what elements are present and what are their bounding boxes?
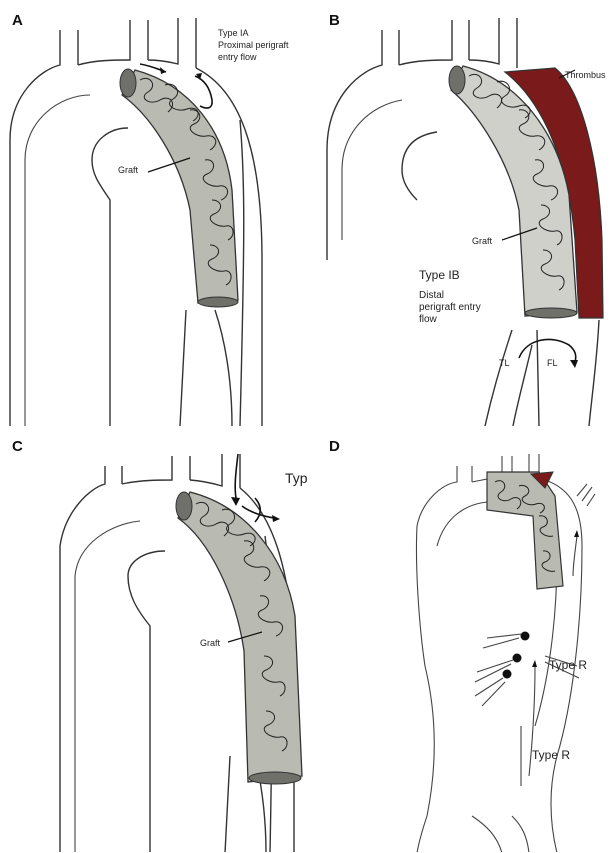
panel-b: B Thrombus Graft Type IB Distal perigraf…: [307, 0, 614, 426]
panel-d: D Type R Type R: [307, 426, 614, 852]
graft-distal-end: [249, 772, 301, 784]
panel-a: A Type IA Proximal perigraft entry flow …: [0, 0, 307, 426]
panel-b-letter: B: [329, 12, 340, 29]
graft-proximal-end: [120, 69, 136, 97]
panel-b-desc-line1: Distal: [419, 290, 444, 301]
panel-c-graft-label: Graft: [200, 638, 220, 649]
panel-b-type-label: Type IB: [419, 268, 460, 282]
panel-b-desc-line3: flow: [419, 314, 437, 325]
panel-c-type-label: Type II: [285, 470, 307, 486]
panel-b-graft-label: Graft: [472, 236, 492, 247]
graft-distal-end: [525, 308, 577, 318]
panel-c-illustration: [0, 426, 307, 852]
panel-a-graft-label: Graft: [118, 165, 138, 176]
panel-d-type-label-upper: Type R: [549, 658, 587, 672]
panel-c: C Type II Graft: [0, 426, 307, 852]
panel-d-letter: D: [329, 438, 340, 455]
graft-distal-end: [198, 297, 238, 307]
panel-a-type-label: Type IA: [218, 28, 249, 39]
panel-d-illustration: [307, 426, 614, 852]
panel-b-tl-label: TL: [499, 358, 510, 369]
panel-b-desc-line2: perigraft entry: [419, 302, 481, 313]
vessel-ostium-dot: [503, 670, 512, 679]
graft: [122, 70, 238, 303]
panel-d-type-label-lower: Type R: [532, 748, 570, 762]
panel-a-letter: A: [12, 12, 23, 29]
vessel-ostium-dot: [513, 654, 522, 663]
panel-a-desc-line1: Proximal perigraft: [218, 40, 289, 51]
panel-b-fl-label: FL: [547, 358, 558, 369]
graft-proximal-end: [449, 66, 465, 94]
panel-b-illustration: [307, 0, 614, 426]
panel-a-desc-line2: entry flow: [218, 52, 257, 63]
graft-proximal-end: [176, 492, 192, 520]
panel-c-letter: C: [12, 438, 23, 455]
vessel-ostium-dot: [521, 632, 530, 641]
panel-b-thrombus-label: Thrombus: [565, 70, 606, 81]
panel-a-illustration: [0, 0, 307, 426]
